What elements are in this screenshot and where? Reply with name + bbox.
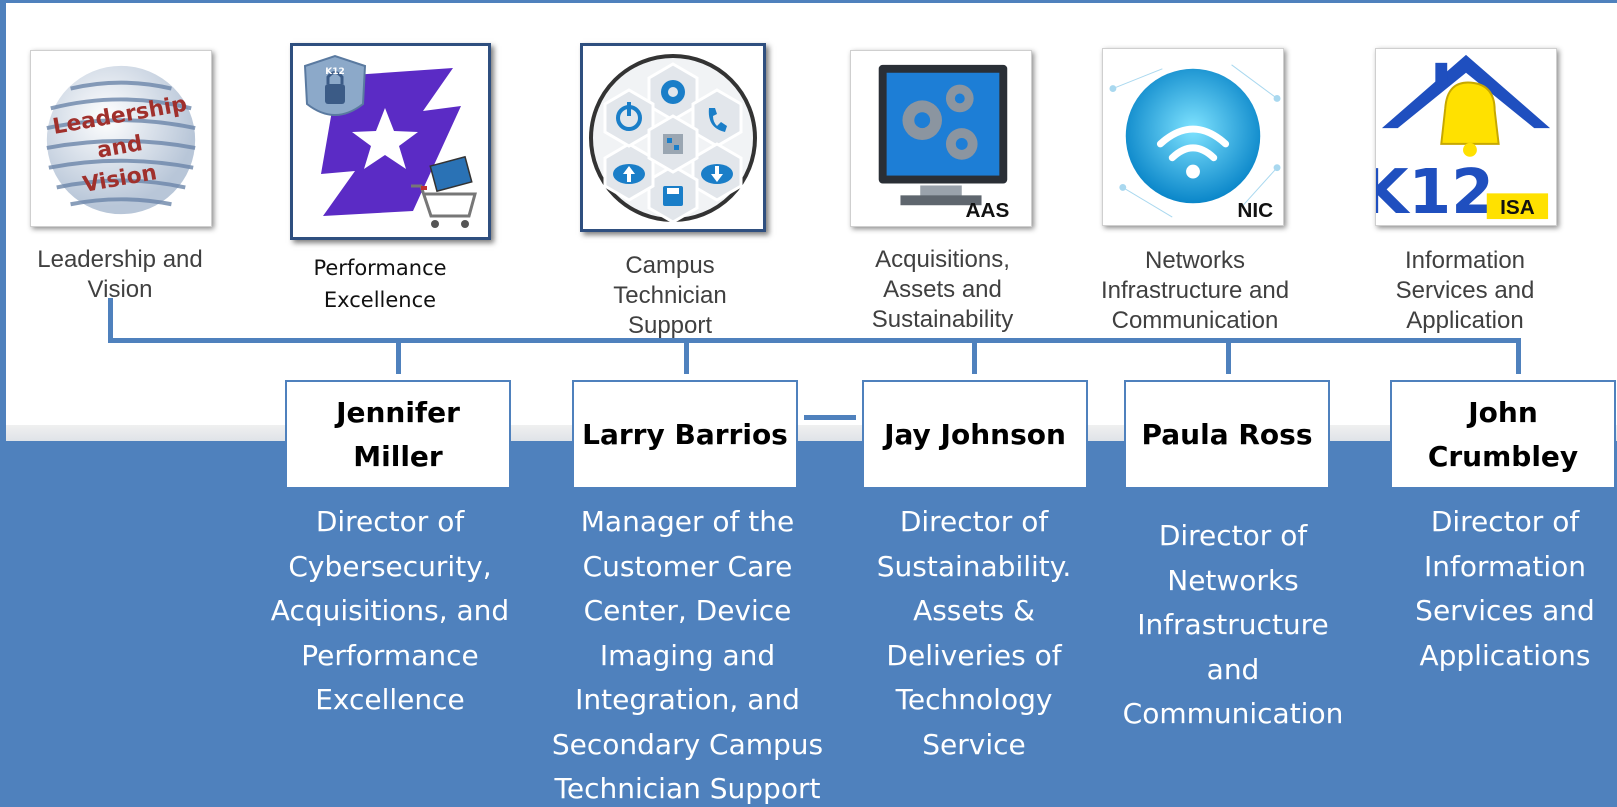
title-barrios: Manager of the Customer Care Center, Dev… — [551, 505, 824, 805]
tile-abbr: ISA — [1500, 196, 1535, 219]
wifi-globe-icon: NIC — [1103, 49, 1283, 225]
connector-johnson — [972, 340, 977, 374]
monitor-gears-icon: AAS — [851, 51, 1031, 226]
name-box-johnson: Jay Johnson — [862, 380, 1088, 489]
connector-ross — [1226, 340, 1231, 374]
floppy-disk-icon — [663, 186, 683, 206]
title-johnson: Director of Sustainability. Assets & Del… — [876, 505, 1072, 761]
connector-barrios — [684, 340, 689, 374]
shield-text: K12 — [325, 67, 345, 77]
panel-shadow — [6, 425, 1617, 441]
title-miller: Director of Cybersecurity, Acquisitions,… — [270, 505, 510, 716]
upload-cloud-icon — [613, 164, 645, 184]
connector-left-vertical — [108, 298, 113, 343]
title-ross: Director of Networks Infrastructure and … — [1122, 519, 1344, 730]
hexagon-services-icon — [583, 46, 763, 229]
lock-shield-icon: K12 — [303, 54, 367, 116]
name-box-barrios: Larry Barrios — [572, 380, 798, 489]
gear-icon — [661, 80, 685, 104]
unit-label-aas: Acquisitions, Assets and Sustainability — [871, 246, 1014, 333]
shopping-cart-icon — [411, 155, 477, 228]
title-strip — [0, 0, 1085, 3]
leadership-vision-tile: Leadership and Vision — [30, 50, 212, 227]
unit-label-isa: Information Services and Application — [1395, 247, 1535, 334]
unit-label-performance: Performance Excellence — [313, 256, 447, 312]
k12-bell-house-icon: K12 ISA — [1376, 49, 1556, 225]
circuit-icon — [663, 134, 683, 154]
phone-icon — [708, 108, 727, 132]
power-icon — [616, 102, 642, 131]
tile-abbr: NIC — [1237, 199, 1273, 222]
connector-miller — [396, 340, 401, 374]
star-logo-icon: K12 — [293, 46, 488, 237]
icon-panel — [6, 3, 1617, 439]
connector-barrios-johnson — [804, 415, 856, 420]
aas-tile: AAS — [850, 50, 1032, 227]
name-box-miller: Jennifer Miller — [285, 380, 511, 489]
isa-tile: K12 ISA — [1375, 48, 1557, 226]
campus-technician-tile — [580, 43, 766, 232]
tile-abbr: AAS — [966, 199, 1010, 222]
connector-horizontal-bar — [108, 338, 1521, 343]
unit-label-nic: Networks Infrastructure and Communicatio… — [1100, 247, 1290, 334]
nic-tile: NIC — [1102, 48, 1284, 226]
tile-k12: K12 — [1376, 157, 1494, 225]
bell-icon — [1440, 81, 1500, 157]
unit-label-leadership: Leadership and Vision — [37, 246, 203, 303]
title-crumbley: Director of Information Services and App… — [1415, 505, 1595, 672]
connector-crumbley — [1516, 340, 1521, 374]
globe-icon: Leadership and Vision — [46, 65, 196, 215]
name-box-ross: Paula Ross — [1124, 380, 1330, 489]
download-cloud-icon — [701, 164, 733, 184]
unit-label-campus: Campus Technician Support — [613, 252, 727, 339]
performance-excellence-tile: K12 — [290, 43, 491, 240]
name-box-crumbley: John Crumbley — [1390, 380, 1616, 489]
